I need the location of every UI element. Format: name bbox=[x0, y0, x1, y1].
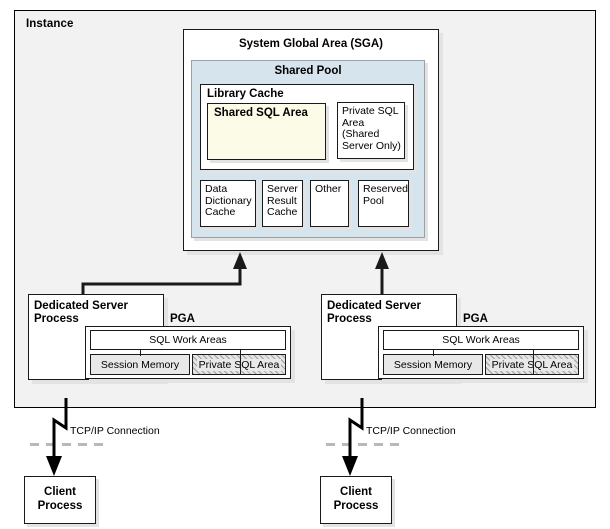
network-boundary-dashed-line bbox=[326, 443, 406, 446]
sga-title: System Global Area (SGA) bbox=[238, 38, 383, 50]
tcp-ip-connection-label: TCP/IP Connection bbox=[366, 425, 456, 437]
tcp-ip-connection-label: TCP/IP Connection bbox=[70, 425, 160, 437]
pga-title: PGA bbox=[170, 313, 195, 325]
pga-title: PGA bbox=[463, 313, 488, 325]
reserved-pool-box: Reserved Pool bbox=[358, 180, 409, 227]
client-process-box: Client Process bbox=[320, 476, 392, 524]
dedicated-server-process-label: Dedicated Server Process bbox=[327, 300, 421, 325]
shared-pool-title: Shared Pool bbox=[274, 65, 342, 77]
shared-sql-area-box bbox=[207, 103, 326, 160]
pga-divider-tick bbox=[533, 354, 534, 375]
private-sql-area-label: Private SQL Area bbox=[196, 359, 282, 371]
shared-sql-area-label: Shared SQL Area bbox=[214, 107, 308, 119]
pga-divider-tick bbox=[240, 354, 241, 375]
private-sql-area-label: Private SQL Area bbox=[489, 359, 575, 371]
other-pool-box: Other bbox=[310, 180, 349, 227]
tcp-ip-connection-arrow-icon bbox=[46, 398, 68, 476]
private-sql-area-box: Private SQL Area bbox=[485, 354, 579, 375]
data-dictionary-cache-box: Data Dictionary Cache bbox=[200, 180, 256, 227]
client-process-box: Client Process bbox=[24, 476, 96, 524]
sql-work-areas-box: SQL Work Areas bbox=[383, 330, 579, 350]
private-sql-area-box: Private SQL Area bbox=[192, 354, 286, 375]
private-sql-area-shared-server-box: Private SQL Area (Shared Server Only) bbox=[337, 102, 405, 159]
network-boundary-dashed-line bbox=[30, 443, 110, 446]
sql-work-areas-box: SQL Work Areas bbox=[90, 330, 286, 350]
library-cache-title: Library Cache bbox=[207, 88, 284, 100]
pga-divider-tick bbox=[533, 350, 534, 356]
session-memory-box: Session Memory bbox=[383, 354, 483, 375]
pga-divider-tick bbox=[433, 350, 434, 356]
pga-divider-tick bbox=[240, 350, 241, 356]
pga-divider-tick bbox=[140, 350, 141, 356]
dedicated-server-process-label: Dedicated Server Process bbox=[34, 300, 128, 325]
instance-label: Instance bbox=[26, 18, 74, 30]
session-memory-box: Session Memory bbox=[90, 354, 190, 375]
tcp-ip-connection-arrow-icon bbox=[342, 398, 364, 476]
server-result-cache-box: Server Result Cache bbox=[262, 180, 303, 227]
